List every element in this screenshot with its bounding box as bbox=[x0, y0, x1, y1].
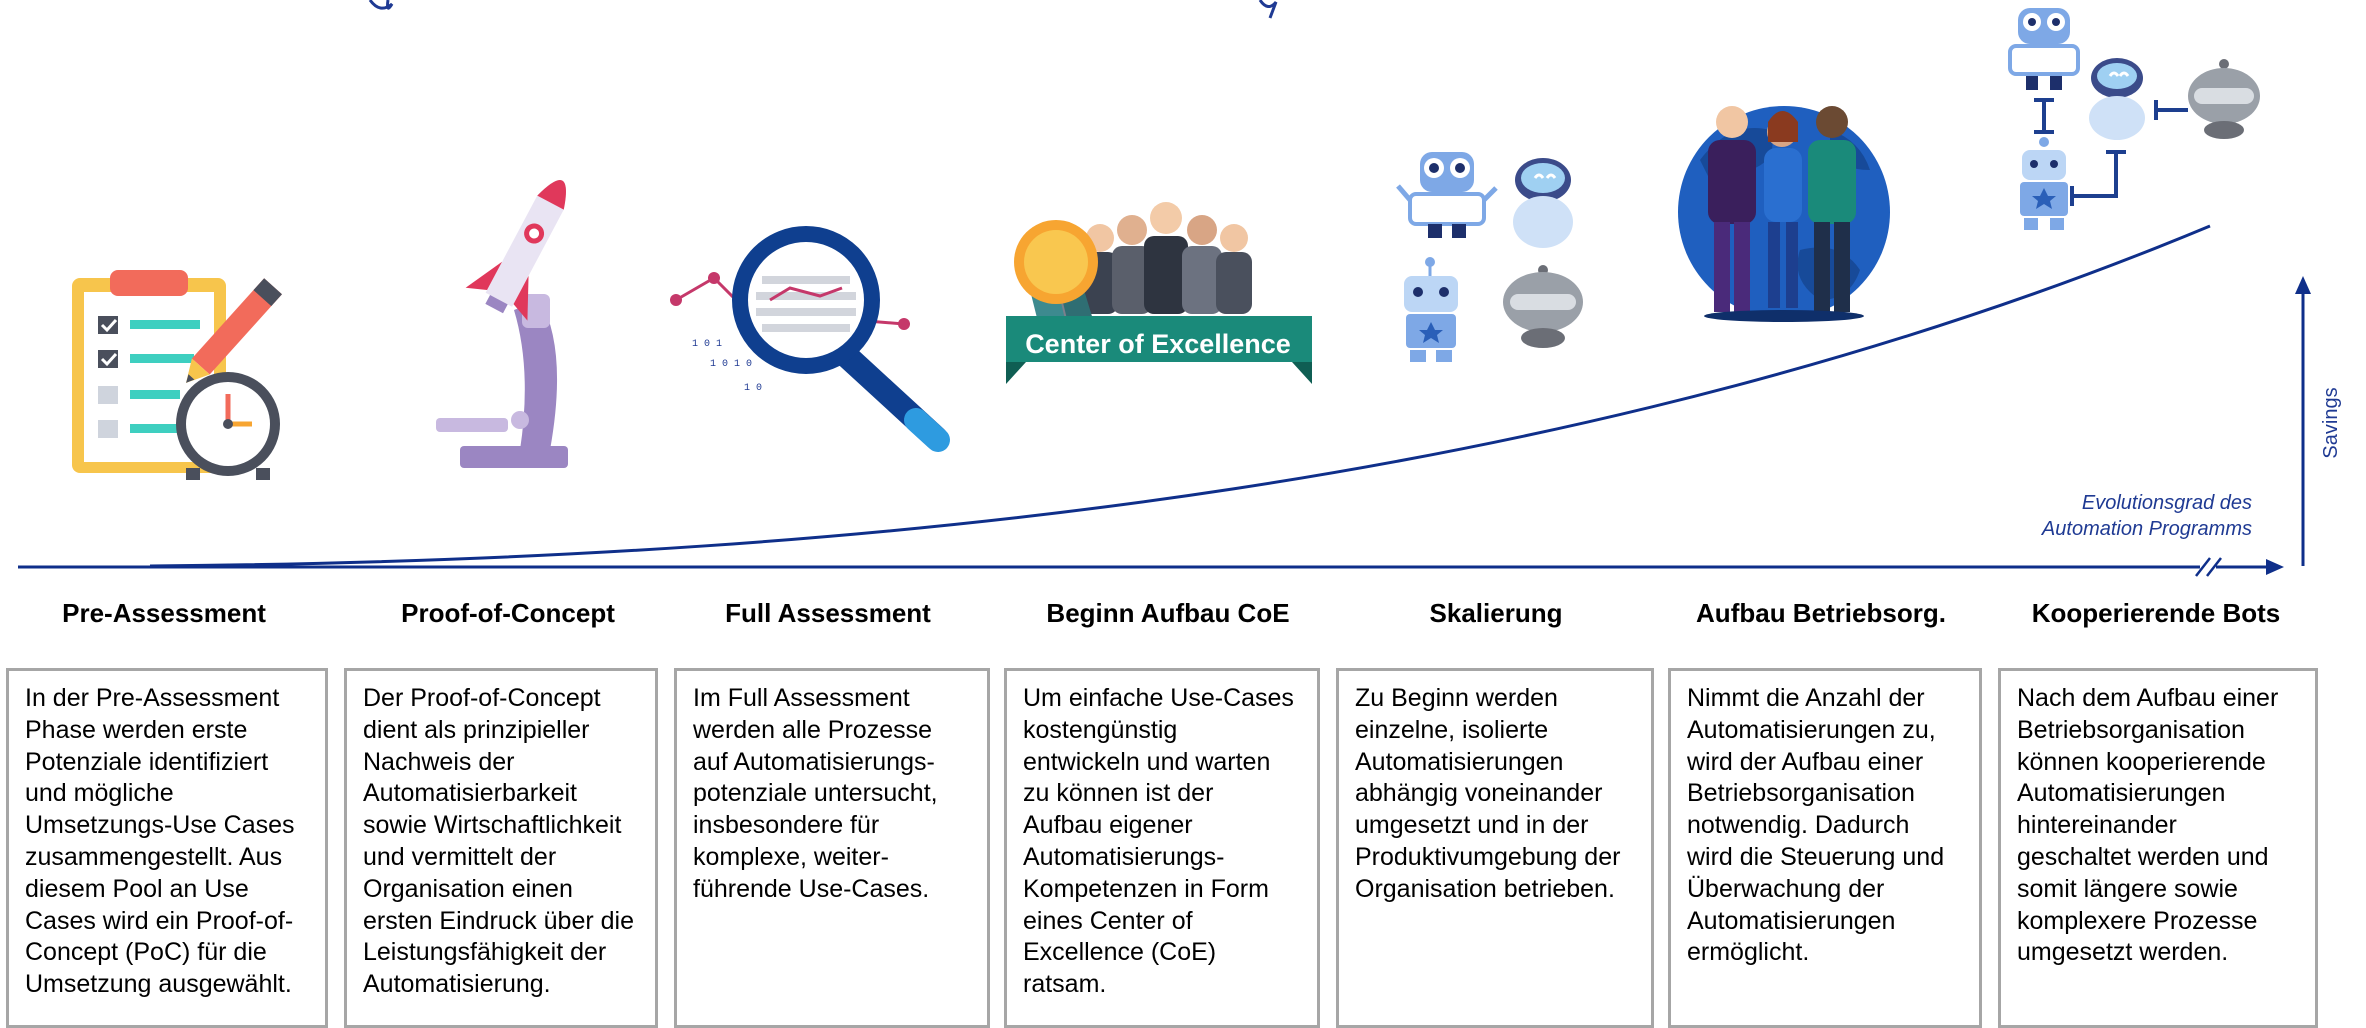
robots-group-icon bbox=[1396, 152, 1583, 362]
axis-break-mark bbox=[2195, 556, 2222, 578]
robot-middle bbox=[2089, 58, 2145, 140]
phase-box-kooperierende-bots: Nach dem Aufbau einer Betriebsorganisati… bbox=[1998, 668, 2318, 1028]
robot-bottom bbox=[2020, 137, 2068, 230]
phase-title-pre-assessment: Pre-Assessment bbox=[62, 598, 266, 628]
phase-title-kooperierende-bots: Kooperierende Bots bbox=[2031, 598, 2281, 628]
robot-top bbox=[2008, 8, 2080, 90]
phase-title-full-assessment: Full Assessment bbox=[725, 598, 931, 628]
phase-box-full-assessment: Im Full Assessment werden alle Prozesse … bbox=[674, 668, 990, 1028]
phase-title-skalierung: Skalierung bbox=[1429, 598, 1563, 628]
phase-box-betriebsorg: Nimmt die Anzahl der Automatisierungen z… bbox=[1668, 668, 1982, 1028]
person-right bbox=[1808, 106, 1856, 312]
illustrations-layer: 1 0 1 1 0 1 0 1 0 bbox=[72, 8, 2260, 480]
x-axis-caption: Evolutionsgrad des Automation Programms bbox=[2041, 492, 2252, 540]
phase-text: Zu Beginn werden einzelne, isolierte Aut… bbox=[1355, 684, 1621, 903]
robot-grey bbox=[1503, 265, 1583, 348]
robot-box-blue bbox=[1404, 257, 1458, 362]
phase-title-betriebsorg: Aufbau Betriebsorg. bbox=[1696, 598, 1946, 628]
robot-round-blue bbox=[1513, 158, 1573, 248]
svg-text:1 0 1: 1 0 1 bbox=[692, 339, 722, 350]
center-of-excellence-icon bbox=[1006, 202, 1312, 384]
phase-box-coe: Um einfache Use-Cases kostengünstig entw… bbox=[1004, 668, 1320, 1028]
svg-text:1 0 1 0: 1 0 1 0 bbox=[710, 359, 752, 370]
phase-text: Der Proof-of-Concept dient als prinzipie… bbox=[363, 684, 634, 999]
phase-text: Nimmt die Anzahl der Automatisierungen z… bbox=[1687, 684, 1945, 967]
phase-text: Im Full Assessment werden alle Prozesse … bbox=[693, 684, 938, 903]
phase-box-proof-of-concept: Der Proof-of-Concept dient als prinzipie… bbox=[344, 668, 658, 1028]
person-middle bbox=[1764, 111, 1802, 308]
phase-box-skalierung: Zu Beginn werden einzelne, isolierte Aut… bbox=[1336, 668, 1654, 1028]
x-axis bbox=[18, 556, 2284, 578]
magnifier-data-icon: 1 0 1 1 0 1 0 1 0 bbox=[670, 226, 950, 452]
rocket-microscope-icon bbox=[436, 180, 568, 468]
phase-box-pre-assessment: In der Pre-Assessment Phase werden erste… bbox=[6, 668, 328, 1028]
phase-title-proof-of-concept: Proof-of-Concept bbox=[401, 598, 615, 628]
globe-people-icon bbox=[1678, 106, 1890, 322]
robot-small-blue bbox=[1396, 152, 1498, 238]
person-left bbox=[1708, 106, 1756, 312]
y-axis bbox=[2295, 276, 2311, 566]
clipboard-clock-icon bbox=[72, 270, 282, 480]
phase-text: Um einfache Use-Cases kostengünstig entw… bbox=[1023, 684, 1294, 999]
svg-text:1 0: 1 0 bbox=[744, 383, 762, 394]
cut-off-heading bbox=[368, 0, 1278, 19]
connected-robots-icon bbox=[2008, 8, 2260, 230]
growth-curve bbox=[149, 224, 2211, 568]
phase-text: In der Pre-Assessment Phase werden erste… bbox=[25, 684, 295, 999]
phase-title-coe: Beginn Aufbau CoE bbox=[1046, 598, 1290, 628]
robot-right-grey bbox=[2188, 59, 2260, 139]
phase-text: Nach dem Aufbau einer Betriebsorganisati… bbox=[2017, 684, 2279, 967]
coe-banner-label: Center of Excellence bbox=[1025, 329, 1291, 359]
